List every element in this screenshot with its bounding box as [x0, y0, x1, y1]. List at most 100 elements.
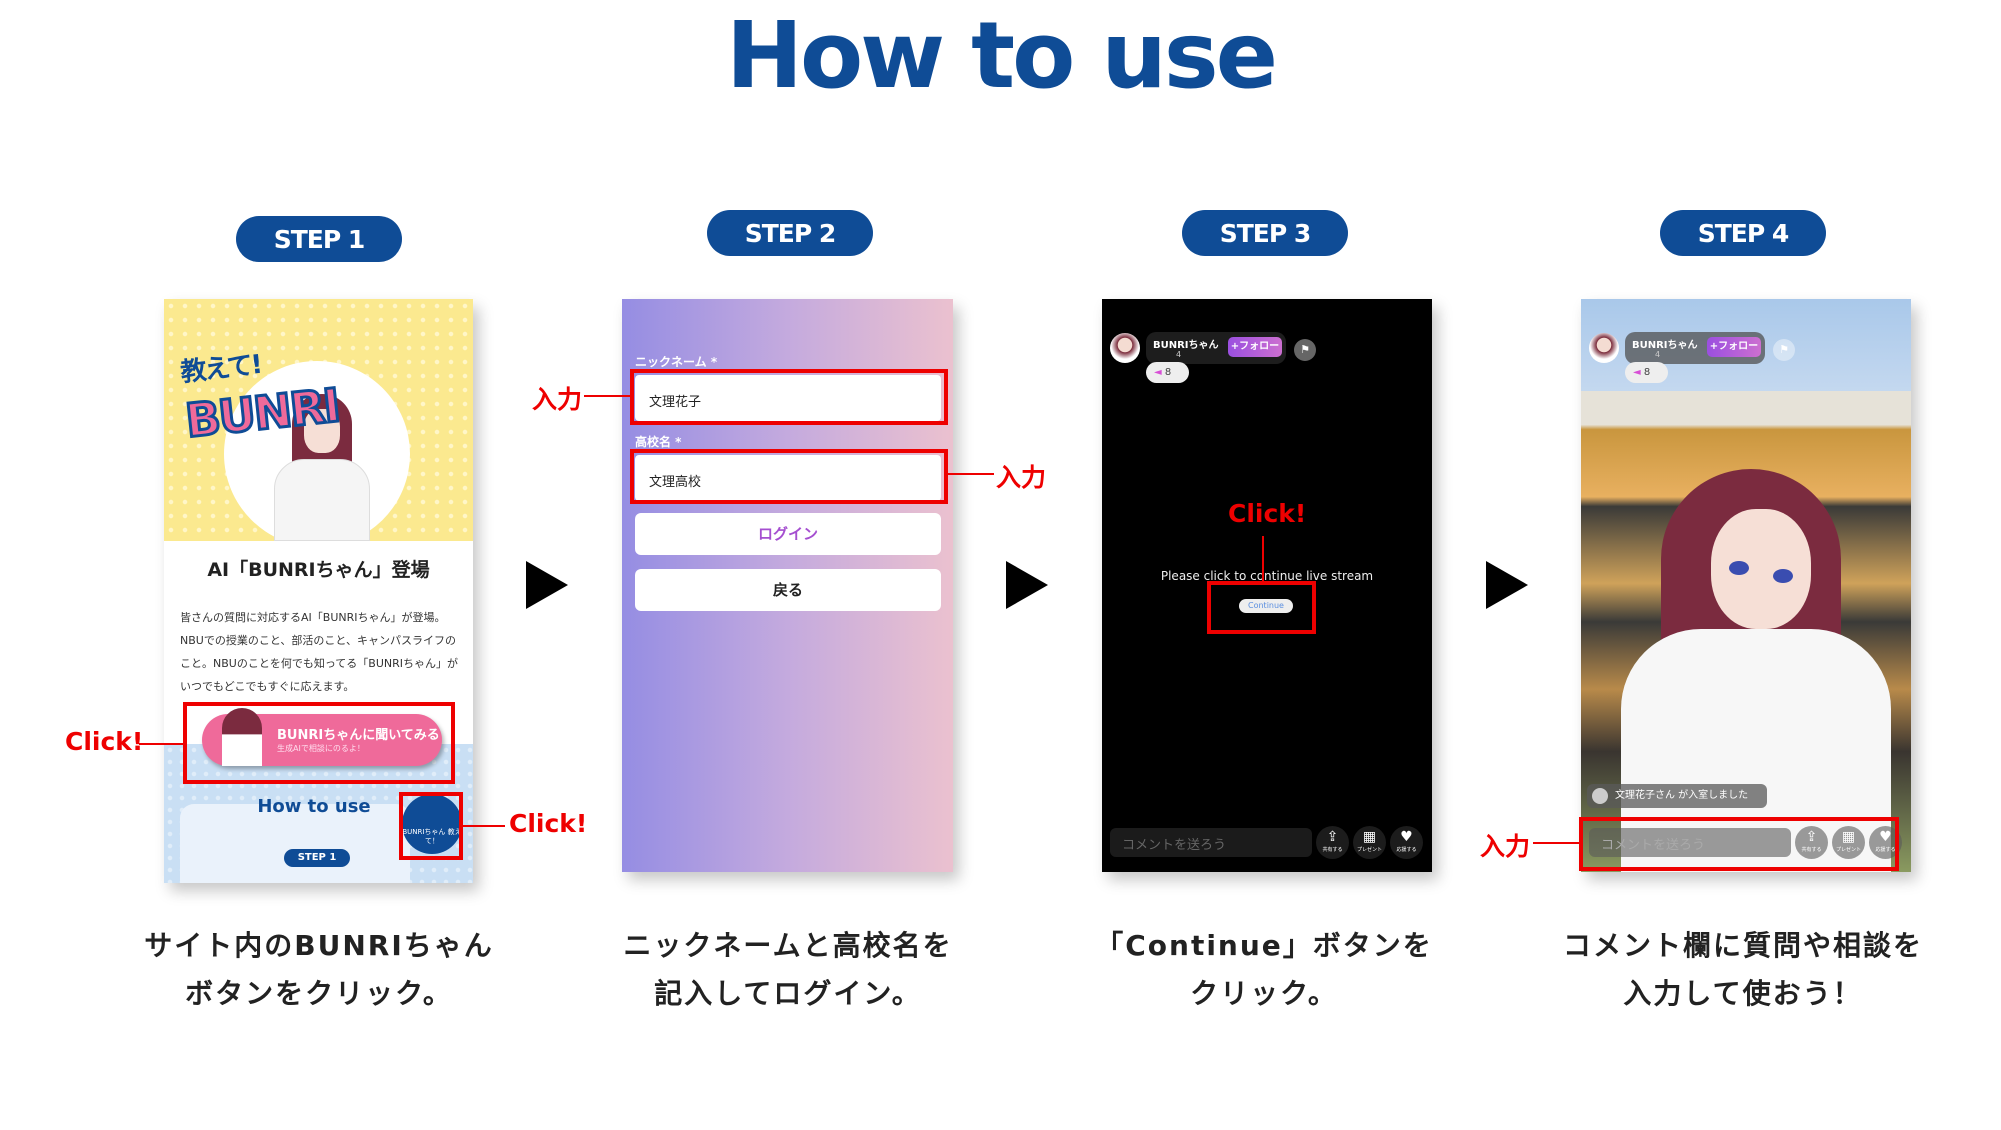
school-input[interactable]: 文理高校 [635, 455, 941, 501]
heart-icon: ♥ [1400, 829, 1413, 845]
annotation-line [1533, 842, 1580, 844]
paragraph-line: こと。NBUのことを何でも知ってる「BUNRIちゃん」が [180, 657, 458, 670]
nickname-input[interactable]: 文理花子 [635, 375, 941, 421]
input-highlight [630, 369, 948, 425]
step-1-badge: STEP 1 [236, 216, 402, 262]
cheer-label: 応援する [1396, 847, 1417, 853]
join-message: 文理花子さん が入室しました [1587, 784, 1767, 808]
caption-line: クリック。 [1190, 977, 1338, 1010]
megaphone-icon: ◄ [1154, 367, 1162, 378]
share-icon: ⇪ [1326, 829, 1339, 845]
click-label: Click! [1228, 499, 1307, 528]
streamer-count: 4 [1655, 350, 1661, 359]
present-label: プレゼント [1356, 847, 1382, 853]
continue-prompt: Please click to continue live stream [1160, 569, 1374, 583]
streamer-name: BUNRIちゃん [1153, 340, 1219, 351]
streamer-name: BUNRIちゃん [1632, 340, 1698, 351]
character-thumb [222, 708, 262, 766]
click-highlight [1207, 581, 1316, 634]
character-face [1711, 509, 1811, 629]
input-highlight [630, 449, 948, 504]
step-4-badge: STEP 4 [1660, 210, 1826, 256]
click-highlight [399, 792, 463, 860]
character-eye [1729, 561, 1749, 575]
streamer-count: 4 [1176, 350, 1182, 359]
share-button[interactable]: ⇪ 共有する [1795, 826, 1828, 859]
step-2-caption: ニックネームと高校名を記入してログイン。 [578, 922, 998, 1018]
cheer-button[interactable]: ♥ 応援する [1390, 826, 1423, 859]
share-icon: ⇪ [1805, 829, 1818, 845]
comment-input[interactable]: コメントを送ろう [1589, 828, 1791, 857]
step-2-screenshot: ニックネーム * 文理花子 高校名 * 文理高校 ログイン 戻る [622, 299, 953, 872]
character-eye [1773, 569, 1793, 583]
next-arrow-icon [1006, 561, 1048, 609]
caption-line: 入力して使おう！ [1623, 977, 1863, 1010]
annotation-line [948, 473, 994, 475]
streamer-avatar [1589, 333, 1619, 363]
character-body [274, 459, 370, 541]
ask-bunri-button[interactable]: BUNRIちゃんに聞いてみる 生成AIで相談にのるよ！ [202, 708, 442, 766]
input-label: 入力 [532, 385, 583, 414]
page-title: How to use [725, 2, 1278, 109]
chat-bubble-button[interactable]: BUNRIちゃん 教えて！ [402, 794, 462, 854]
present-button[interactable]: ▦プレゼント [1353, 826, 1386, 859]
step1-heading: AI「BUNRIちゃん」登場 [207, 559, 430, 581]
paragraph-line: NBUでの授業のこと、部活のこと、キャンパスライフの [180, 634, 456, 647]
login-button[interactable]: ログイン [635, 513, 941, 555]
step-3-badge: STEP 3 [1182, 210, 1348, 256]
step-3-screenshot: BUNRIちゃん 4 +フォロー ⚑ ◄ 8 Please click to c… [1102, 299, 1432, 872]
flag-icon[interactable]: ⚑ [1773, 339, 1795, 361]
input-label: 入力 [996, 463, 1047, 492]
cta-title: BUNRIちゃんに聞いてみる [277, 728, 440, 743]
caption-line: 記入してログイン。 [654, 977, 922, 1010]
caption-line: コメント欄に質問や相談を [1562, 929, 1923, 962]
step-1-caption: サイト内のBUNRIちゃんボタンをクリック。 [109, 922, 529, 1018]
step-3-caption: 「Continue」ボタンをクリック。 [1054, 922, 1474, 1018]
next-arrow-icon [526, 561, 568, 609]
present-button[interactable]: ▦プレゼント [1832, 826, 1865, 859]
paragraph-line: 皆さんの質問に対応するAI「BUNRIちゃん」が登場。 [180, 611, 446, 624]
streamer-pill: BUNRIちゃん 4 +フォロー [1625, 332, 1765, 364]
continue-button[interactable]: Continue [1239, 599, 1293, 613]
step-4-caption: コメント欄に質問や相談を入力して使おう！ [1533, 922, 1953, 1018]
click-label: Click! [65, 727, 144, 756]
like-counter: ◄ 8 [1146, 362, 1189, 383]
nickname-label: ニックネーム * [635, 355, 718, 369]
paragraph-line: いつでもどこでもすぐに応えます。 [180, 680, 355, 693]
streamer-pill: BUNRIちゃん 4 +フォロー [1146, 332, 1286, 364]
cheer-label: 応援する [1875, 847, 1896, 853]
follow-button[interactable]: +フォロー [1228, 337, 1282, 357]
share-label: 共有する [1801, 847, 1822, 853]
back-button[interactable]: 戻る [635, 569, 941, 611]
caption-line: サイト内のBUNRIちゃん [144, 929, 494, 962]
streamer-avatar [1110, 333, 1140, 363]
step-1-screenshot: 教えて!BUNRI AI「BUNRIちゃん」登場 皆さんの質問に対応するAI「B… [164, 299, 473, 883]
caption-line: ニックネームと高校名を [623, 929, 953, 962]
school-label: 高校名 * [635, 435, 682, 449]
annotation-line [463, 825, 505, 827]
caption-line: 「Continue」ボタンを [1095, 929, 1433, 962]
annotation-line [1262, 536, 1264, 581]
caption-line: ボタンをクリック。 [185, 977, 453, 1010]
like-count: 8 [1643, 367, 1651, 378]
megaphone-icon: ◄ [1633, 367, 1641, 378]
annotation-line [584, 395, 630, 397]
next-arrow-icon [1486, 561, 1528, 609]
like-count: 8 [1164, 367, 1172, 378]
step1-paragraph: 皆さんの質問に対応するAI「BUNRIちゃん」が登場。 NBUでの授業のこと、部… [180, 606, 465, 698]
input-highlight [1579, 817, 1899, 871]
comment-input[interactable]: コメントを送ろう [1110, 828, 1312, 857]
flag-icon[interactable]: ⚑ [1294, 339, 1316, 361]
join-message-text: 文理花子さん が入室しました [1615, 790, 1749, 801]
user-icon [1592, 788, 1608, 804]
mini-step-badge: STEP 1 [284, 849, 350, 867]
character-face [304, 409, 340, 453]
gift-icon: ▦ [1841, 829, 1856, 845]
share-button[interactable]: ⇪ 共有する [1316, 826, 1349, 859]
follow-button[interactable]: +フォロー [1707, 337, 1761, 357]
step-4-screenshot: BUNRIちゃん 4 +フォロー ⚑ ◄ 8 文理花子さん が入室しました コメ… [1581, 299, 1911, 872]
annotation-line [139, 743, 183, 745]
share-label: 共有する [1322, 847, 1343, 853]
click-label: Click! [509, 809, 588, 838]
cta-subtitle: 生成AIで相談にのるよ！ [277, 744, 365, 753]
